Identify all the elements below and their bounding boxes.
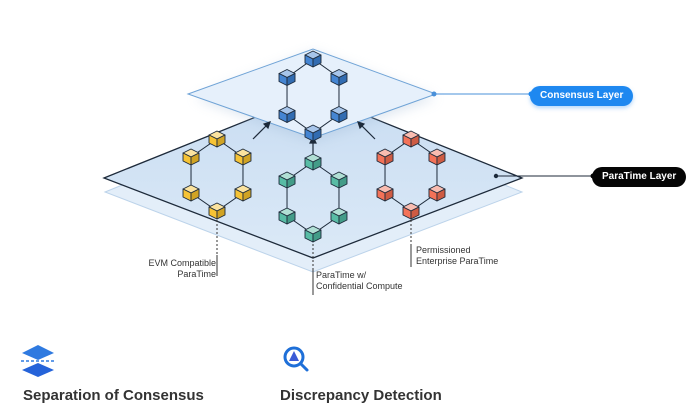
node-cube	[182, 184, 200, 202]
node-cube	[330, 207, 348, 225]
node-cube	[208, 202, 226, 220]
node-cube	[278, 207, 296, 225]
node-cube	[304, 50, 322, 68]
node-cube	[428, 148, 446, 166]
evm-paratime-label: EVM Compatible ParaTime	[148, 258, 216, 279]
evm-node-cluster	[182, 130, 252, 220]
node-cube	[208, 130, 226, 148]
node-cube	[234, 184, 252, 202]
magnifier-warning-icon	[283, 346, 309, 372]
feature-discrepancy-title: Discrepancy Detection	[280, 387, 442, 404]
paratime-layer-plane	[102, 93, 524, 259]
node-cube	[304, 124, 322, 142]
node-cube	[278, 106, 296, 123]
node-cube	[278, 171, 296, 189]
consensus-node-cluster	[278, 50, 348, 142]
node-cube	[304, 153, 322, 171]
node-cube	[278, 69, 296, 86]
node-cube	[376, 184, 394, 202]
node-cube	[234, 148, 252, 166]
confidential-node-cluster	[278, 153, 348, 243]
node-cube	[376, 148, 394, 166]
paratime-layer-badge: ParaTime Layer	[592, 167, 687, 187]
layers-separation-icon	[21, 345, 55, 377]
feature-separation-title: Separation of Consensus	[23, 387, 204, 404]
permissioned-paratime-label: Permissioned Enterprise ParaTime	[416, 245, 499, 266]
node-cube	[330, 171, 348, 189]
permissioned-node-cluster	[376, 130, 446, 220]
confidential-paratime-label: ParaTime w/ Confidential Compute	[316, 270, 403, 291]
node-cube	[402, 130, 420, 148]
node-cube	[304, 225, 322, 243]
node-cube	[330, 69, 348, 86]
consensus-layer-badge: Consensus Layer	[530, 86, 634, 106]
node-cube	[182, 148, 200, 166]
node-cube	[330, 106, 348, 123]
node-cube	[428, 184, 446, 202]
node-cube	[402, 202, 420, 220]
